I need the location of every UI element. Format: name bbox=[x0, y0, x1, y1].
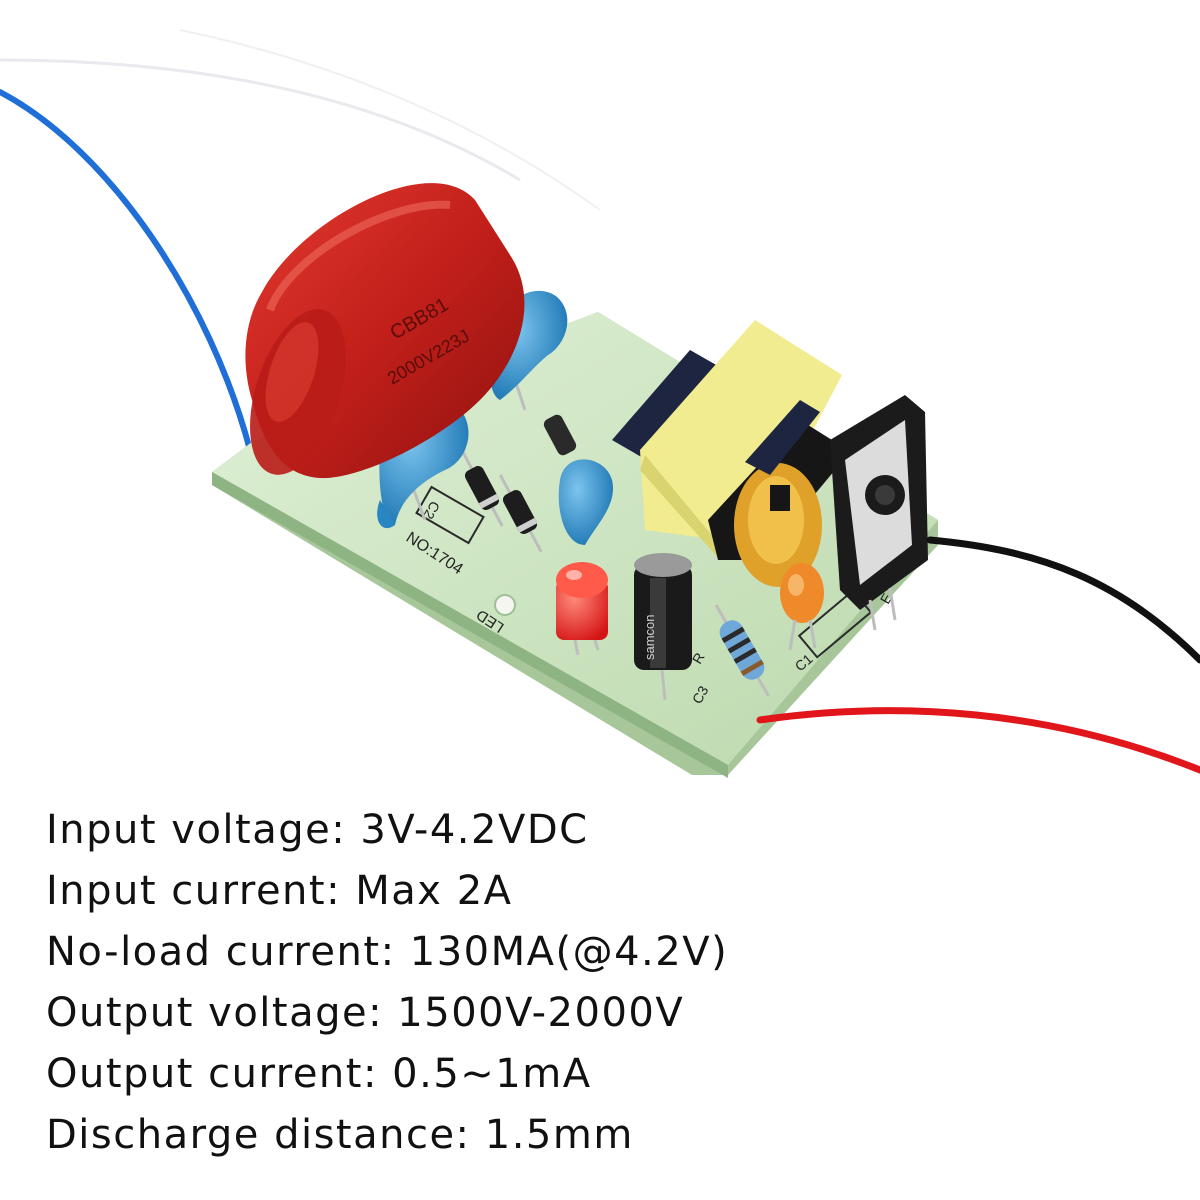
blue-wire bbox=[0, 89, 253, 453]
silk-c3: C3 bbox=[689, 683, 712, 707]
silk-c2: C2 bbox=[420, 499, 443, 523]
film-capacitor: CBB81 2000V223J bbox=[245, 183, 525, 479]
transformer bbox=[612, 320, 842, 587]
diode-3 bbox=[543, 414, 577, 456]
spec-no-load-current: No-load current: 130MA(@4.2V) bbox=[46, 929, 729, 975]
red-wire bbox=[756, 707, 1200, 774]
ceramic-capacitor-3 bbox=[558, 459, 614, 545]
diode-1 bbox=[460, 450, 504, 527]
red-led bbox=[556, 562, 608, 656]
resistor bbox=[714, 604, 770, 697]
black-wire bbox=[926, 536, 1200, 664]
spec-output-current: Output current: 0.5~1mA bbox=[46, 1051, 592, 1097]
spec-discharge-distance: Discharge distance: 1.5mm bbox=[46, 1112, 634, 1158]
diode-2 bbox=[498, 474, 543, 553]
product-photo: NO:1704 LED C2 C3 C1 R E CBB81 2000V223 bbox=[0, 29, 1200, 778]
spec-input-voltage: Input voltage: 3V-4.2VDC bbox=[46, 807, 589, 853]
spec-input-current: Input current: Max 2A bbox=[46, 868, 513, 914]
power-transistor bbox=[830, 395, 928, 631]
orange-capacitor bbox=[780, 563, 824, 651]
electrolytic-brand: samcon bbox=[642, 614, 657, 660]
spec-list: Input voltage: 3V-4.2VDC Input current: … bbox=[46, 800, 1166, 1166]
electrolytic-capacitor: samcon bbox=[634, 553, 692, 701]
spec-output-voltage: Output voltage: 1500V-2000V bbox=[46, 990, 685, 1036]
